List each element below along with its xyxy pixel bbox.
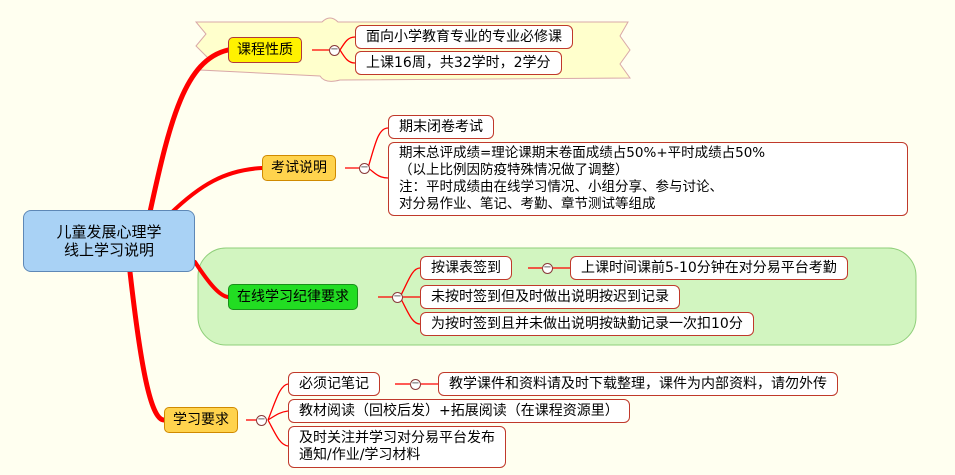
collapse-icon[interactable]: − (329, 44, 340, 56)
collapse-icon[interactable]: − (542, 262, 553, 274)
leaf-text-line: 及时关注并学习对分易平台发布 (299, 430, 495, 446)
leaf-late-rule[interactable]: 未按时签到但及时做出说明按迟到记录 (420, 285, 680, 309)
branch-line-course-nature (147, 47, 231, 215)
branch-study-requirements-label: 学习要求 (173, 411, 229, 428)
leaf-text-line: （以上比例因防疫特殊情况做了调整） (399, 162, 629, 178)
leaf-follow-platform[interactable]: 及时关注并学习对分易平台发布 通知/作业/学习材料 (288, 426, 506, 468)
leaf-text: 按课表签到 (431, 259, 501, 276)
collapse-icon[interactable]: − (256, 414, 267, 426)
leaf-download-materials[interactable]: 教学课件和资料请及时下载整理，课件为内部资料，请勿外传 (438, 372, 838, 396)
leaf-check-in-time[interactable]: 上课时间课前5-10分钟在对分易平台考勤 (570, 256, 848, 280)
leaf-text-line: 通知/作业/学习材料 (299, 447, 421, 463)
leaf-text: 期末闭卷考试 (399, 118, 483, 135)
leaf-text: 教学课件和资料请及时下载整理，课件为内部资料，请勿外传 (449, 375, 827, 392)
leaf-text: 教材阅读（回校后发）+拓展阅读（在课程资源里） (299, 402, 619, 419)
leaf-text-line: 注：平时成绩由在线学习情况、小组分享、参与讨论、 (399, 179, 723, 195)
leaf-text: 上课时间课前5-10分钟在对分易平台考勤 (581, 259, 837, 276)
leaf-text-line: 期末总评成绩=理论课期末卷面成绩占50%+平时成绩占50% (399, 145, 766, 161)
leaf-take-notes[interactable]: 必须记笔记 (288, 372, 380, 396)
leaf-text-line: 对分易作业、笔记、考勤、章节测试等组成 (399, 196, 656, 212)
branch-course-nature[interactable]: 课程性质 (228, 37, 302, 63)
branch-study-requirements[interactable]: 学习要求 (164, 407, 238, 433)
leaf-hours-credits[interactable]: 上课16周，共32学时，2学分 (355, 51, 562, 75)
branch-online-discipline-label: 在线学习纪律要求 (237, 288, 349, 305)
branch-line-online (193, 260, 230, 299)
collapse-icon[interactable]: − (410, 378, 421, 390)
leaf-text: 为按时签到且并未做出说明按缺勤记录一次扣10分 (431, 315, 743, 332)
leaf-absence-rule[interactable]: 为按时签到且并未做出说明按缺勤记录一次扣10分 (420, 312, 754, 336)
leaf-required-course[interactable]: 面向小学教育专业的专业必修课 (355, 25, 573, 49)
branch-course-nature-label: 课程性质 (237, 41, 293, 58)
root-title-line1: 儿童发展心理学 (56, 223, 162, 241)
branch-line-study (127, 269, 167, 423)
branch-exam-label: 考试说明 (271, 159, 327, 176)
leaf-grading[interactable]: 期末总评成绩=理论课期末卷面成绩占50%+平时成绩占50% （以上比例因防疫特殊… (388, 142, 908, 216)
leaf-reading[interactable]: 教材阅读（回校后发）+拓展阅读（在课程资源里） (288, 399, 630, 423)
leaf-text: 面向小学教育专业的专业必修课 (366, 28, 562, 45)
branch-exam[interactable]: 考试说明 (262, 155, 336, 181)
leaf-text: 未按时签到但及时做出说明按迟到记录 (431, 288, 669, 305)
branch-online-discipline[interactable]: 在线学习纪律要求 (228, 284, 358, 310)
collapse-icon[interactable]: − (359, 162, 370, 174)
collapse-icon[interactable]: − (392, 291, 403, 303)
leaf-text: 上课16周，共32学时，2学分 (366, 54, 551, 71)
branch-line-exam (168, 166, 264, 216)
leaf-final-exam[interactable]: 期末闭卷考试 (388, 115, 494, 139)
leaf-text: 必须记笔记 (299, 375, 369, 392)
root-title-line2: 线上学习说明 (63, 241, 154, 259)
leaf-check-in[interactable]: 按课表签到 (420, 256, 512, 280)
root-node[interactable]: 儿童发展心理学 线上学习说明 (23, 210, 195, 272)
